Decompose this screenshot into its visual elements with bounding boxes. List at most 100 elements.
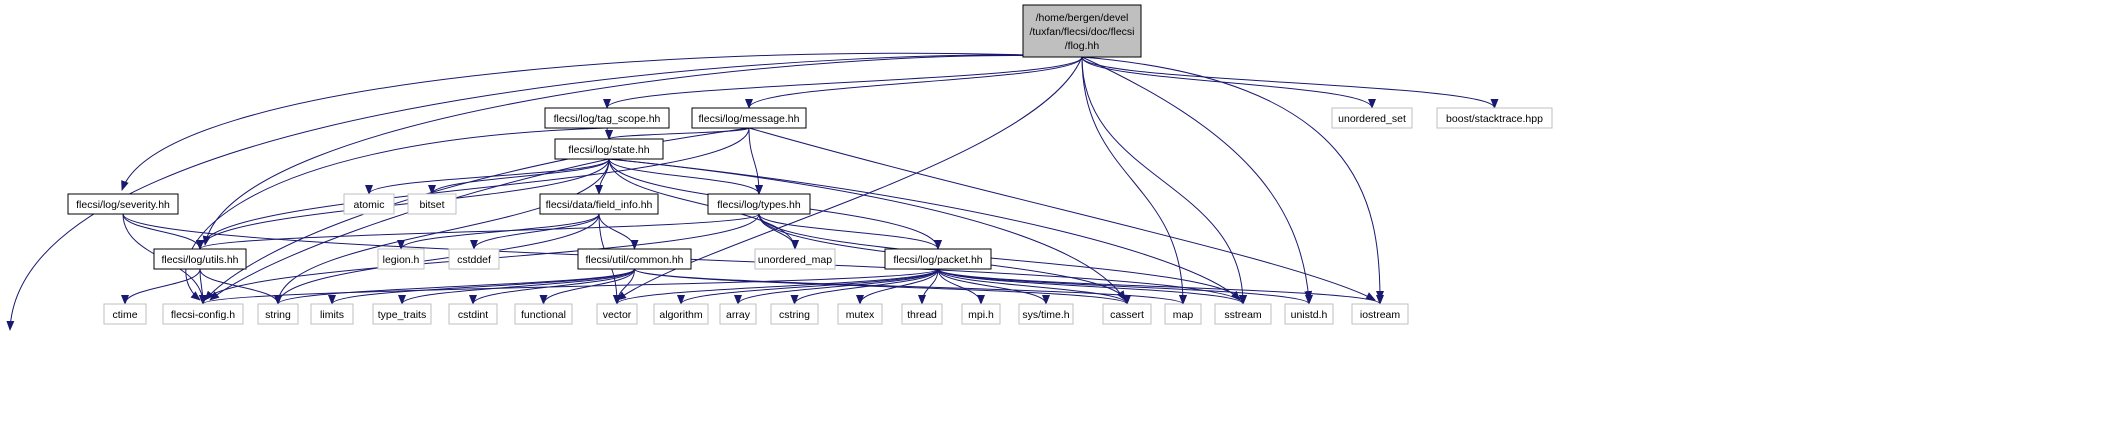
- edge-state-to-cassert: [608, 158, 1126, 301]
- node-box: [343, 193, 395, 215]
- node-ctime: ctime: [103, 303, 147, 325]
- node-box: [754, 248, 836, 270]
- node-label: flecsi/log/utils.hh: [161, 254, 238, 266]
- edge-packet-to-vector: [613, 268, 939, 305]
- edge-root-to-flecsi_config: [6, 54, 1083, 331]
- edge-state-to-utils: [196, 158, 610, 250]
- node-state[interactable]: flecsi/log/state.hh: [554, 138, 664, 160]
- node-unistd: unistd.h: [1284, 303, 1334, 325]
- node-box: [544, 107, 670, 129]
- node-label: vector: [603, 309, 632, 321]
- node-sstream: sstream: [1214, 303, 1272, 325]
- node-type-traits: type_traits: [372, 303, 432, 325]
- node-box: [1436, 107, 1553, 129]
- edge-state-to-atomic: [365, 158, 610, 195]
- node-label: string: [265, 309, 291, 321]
- node-box: [103, 303, 147, 325]
- node-label: type_traits: [378, 309, 426, 321]
- node-types[interactable]: flecsi/log/types.hh: [707, 193, 811, 215]
- edge-state-to-flecsi_config: [209, 158, 610, 301]
- node-box: [1102, 303, 1152, 325]
- node-label: cstdint: [458, 309, 488, 321]
- edge-packet-to-algorithm: [677, 268, 939, 305]
- node-label: unordered_map: [758, 254, 832, 266]
- node-box: [837, 303, 883, 325]
- edge-packet-to-sstream: [937, 268, 1247, 305]
- edge-types-to-sstream: [758, 213, 1247, 305]
- edge-types-to-utils: [196, 213, 760, 250]
- node-bitset: bitset: [407, 193, 457, 215]
- node-packet[interactable]: flecsi/log/packet.hh: [884, 248, 992, 270]
- edge-utils-to-ctime: [121, 268, 201, 305]
- edge-root-to-sstream: [1081, 56, 1247, 305]
- node-cstring: cstring: [770, 303, 819, 325]
- node-label: unordered_set: [1338, 113, 1406, 125]
- edge-packet-to-iostream: [937, 268, 1384, 305]
- nodes-layer: /home/bergen/devel/tuxfan/flecsi/doc/fle…: [67, 4, 1553, 325]
- node-box: [162, 303, 244, 325]
- edge-common-to-string: [274, 268, 635, 305]
- edge-message-to-utils: [196, 127, 750, 250]
- edge-state-to-string: [274, 158, 610, 305]
- node-utils[interactable]: flecsi/log/utils.hh: [153, 248, 247, 270]
- node-label: sstream: [1224, 309, 1262, 321]
- edge-field_info-to-legion: [397, 213, 600, 250]
- edge-message-to-flecsi_config: [204, 127, 750, 301]
- node-box: [719, 303, 757, 325]
- node-label: cstring: [779, 309, 810, 321]
- edge-packet-to-mutex: [856, 268, 939, 305]
- node-box: [961, 303, 1001, 325]
- edge-packet-to-cassert: [937, 268, 1131, 305]
- edge-packet-to-array: [734, 268, 939, 305]
- node-label: flecsi/util/common.hh: [585, 254, 683, 266]
- node-box: [257, 303, 299, 325]
- node-box: [67, 193, 179, 215]
- node-unordered-map: unordered_map: [754, 248, 836, 270]
- node-label: ctime: [112, 309, 137, 321]
- edge-root-to-stacktrace: [1081, 56, 1499, 109]
- node-tag-scope[interactable]: flecsi/log/tag_scope.hh: [544, 107, 670, 129]
- edge-root-to-message: [745, 56, 1083, 109]
- node-severity[interactable]: flecsi/log/severity.hh: [67, 193, 179, 215]
- edge-field_info-to-cstddef: [470, 213, 600, 250]
- edge-state-to-bitset: [428, 158, 610, 195]
- node-limits: limits: [310, 303, 354, 325]
- edge-tag_scope-to-flecsi_config: [185, 127, 608, 301]
- edge-packet-to-systime: [937, 268, 1050, 305]
- edges-layer: [6, 52, 1499, 331]
- node-label: cassert: [1110, 309, 1144, 321]
- node-box: [1214, 303, 1272, 325]
- node-box: [653, 303, 709, 325]
- edge-root-to-unordered_set: [1081, 56, 1376, 109]
- node-algorithm: algorithm: [653, 303, 709, 325]
- node-functional: functional: [514, 303, 573, 325]
- edge-tag_scope-to-state: [604, 127, 613, 140]
- node-atomic: atomic: [343, 193, 395, 215]
- node-box: [539, 193, 659, 215]
- edge-packet-to-flecsi_config: [199, 268, 939, 305]
- node-box: [707, 193, 811, 215]
- node-systime: sys/time.h: [1018, 303, 1074, 325]
- node-label: /home/bergen/devel: [1036, 12, 1129, 24]
- edge-root-to-utils: [202, 55, 1083, 246]
- node-field-info[interactable]: flecsi/data/field_info.hh: [539, 193, 659, 215]
- edge-packet-to-mpi: [937, 268, 985, 305]
- node-box: [901, 303, 943, 325]
- edge-field_info-to-string: [274, 213, 600, 305]
- node-mutex: mutex: [837, 303, 883, 325]
- node-label: cstddef: [457, 254, 491, 266]
- node-box: [596, 303, 638, 325]
- node-label: bitset: [419, 199, 444, 211]
- edge-field_info-to-common: [598, 213, 639, 250]
- edge-root-to-vector: [616, 56, 1083, 301]
- node-box: [1018, 303, 1074, 325]
- node-label: /flog.hh: [1065, 40, 1100, 52]
- node-box: [691, 107, 807, 129]
- node-message[interactable]: flecsi/log/message.hh: [691, 107, 807, 129]
- node-box: [1351, 303, 1409, 325]
- node-label: boost/stacktrace.hpp: [1446, 113, 1543, 125]
- node-common[interactable]: flecsi/util/common.hh: [577, 248, 692, 270]
- edge-packet-to-unistd: [937, 268, 1313, 305]
- node-box: [1331, 107, 1413, 129]
